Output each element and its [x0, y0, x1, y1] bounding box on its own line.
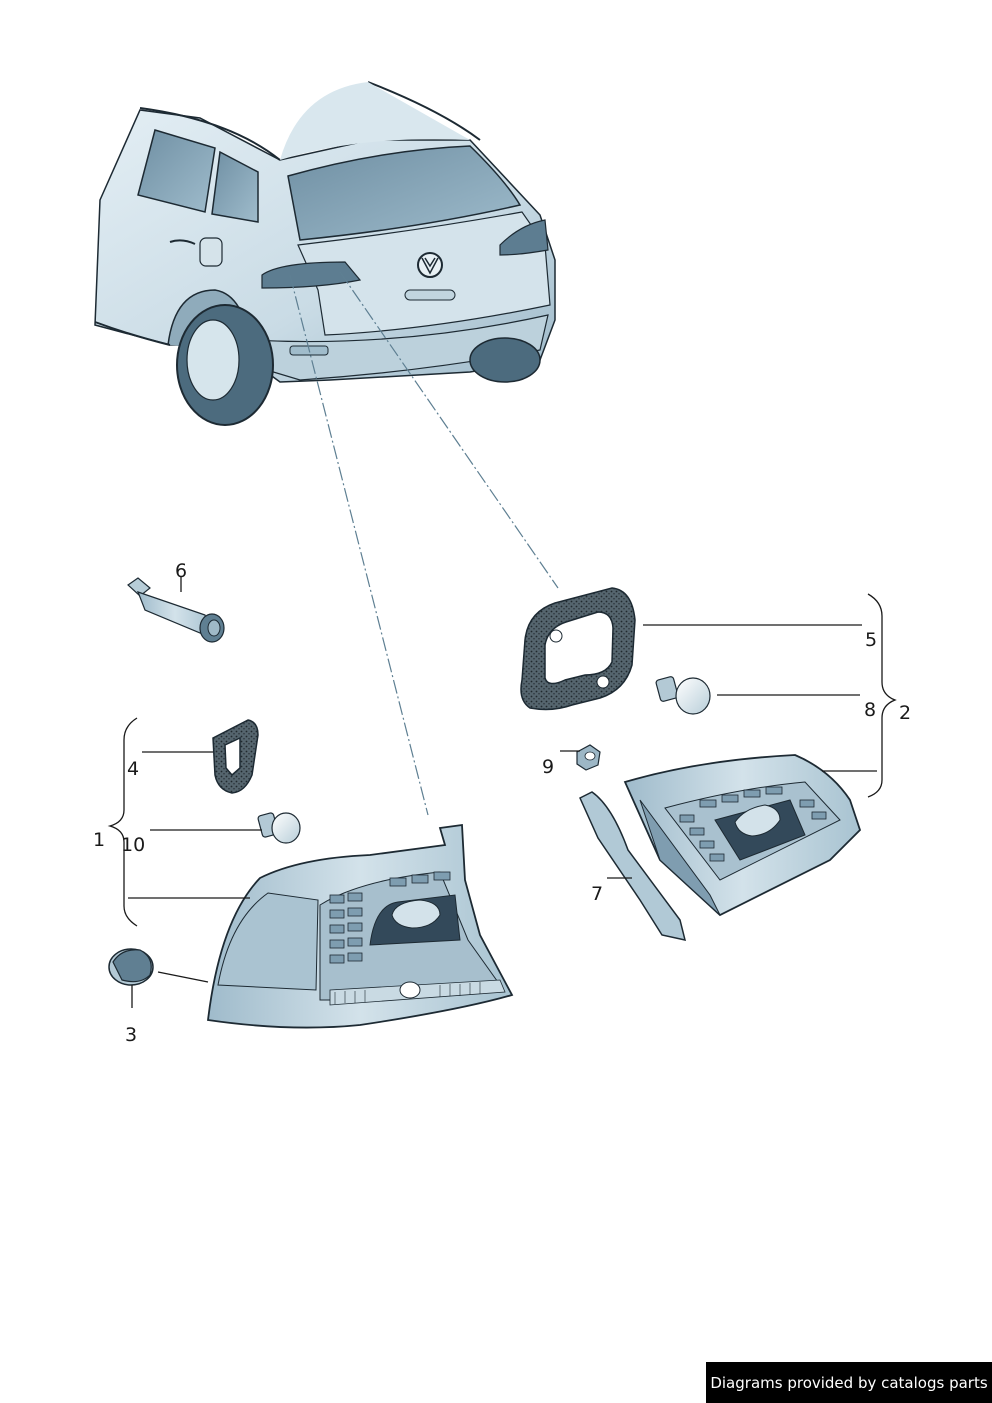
vehicle-illustration — [94, 81, 556, 426]
lamp-1-louvers — [329, 871, 451, 964]
license-plate-recess — [404, 289, 456, 301]
car-tail-lamp-left — [261, 261, 362, 289]
callout-2: 2 — [899, 702, 911, 724]
car-tail-lamp-right — [499, 219, 549, 256]
car-roof — [280, 82, 470, 160]
callout-9: 9 — [542, 756, 554, 778]
bracket-1 — [107, 717, 138, 927]
fuel-cap — [199, 237, 223, 267]
rear-windshield — [287, 145, 522, 241]
callout-1: 1 — [93, 829, 105, 851]
car-roof-line — [139, 81, 481, 161]
part-6-bulb-socket — [127, 577, 225, 643]
callout-3: 3 — [125, 1024, 137, 1046]
part-8-bulb — [655, 676, 711, 715]
callout-4: 4 — [127, 758, 139, 780]
part-10-bulb — [257, 812, 301, 844]
quarter-window — [211, 150, 259, 223]
part-1-outer-tail-lamp — [207, 823, 514, 1029]
part-7-trim-strip — [579, 791, 687, 941]
callout-5: 5 — [865, 629, 877, 651]
lamp-2-louvers — [679, 786, 827, 862]
location-line-inner-lamp — [339, 271, 559, 589]
callout-8: 8 — [864, 699, 876, 721]
part-2-inner-tail-lamp — [623, 754, 862, 917]
bracket-2 — [867, 593, 897, 798]
location-line-outer-lamp — [289, 274, 429, 816]
part-9-nut — [576, 744, 601, 771]
callout-10: 10 — [121, 834, 145, 856]
leader-lines — [107, 577, 897, 1008]
callout-6: 6 — [175, 560, 187, 582]
far-wheel — [469, 337, 541, 383]
part-5-large-gasket — [520, 587, 636, 711]
rear-side-window — [137, 129, 216, 213]
part-4-small-gasket — [212, 719, 259, 794]
credit-banner: Diagrams provided by catalogs parts — [706, 1362, 992, 1403]
rear-bumper — [249, 314, 549, 381]
part-3-cap — [108, 948, 154, 986]
callout-7: 7 — [591, 883, 603, 905]
